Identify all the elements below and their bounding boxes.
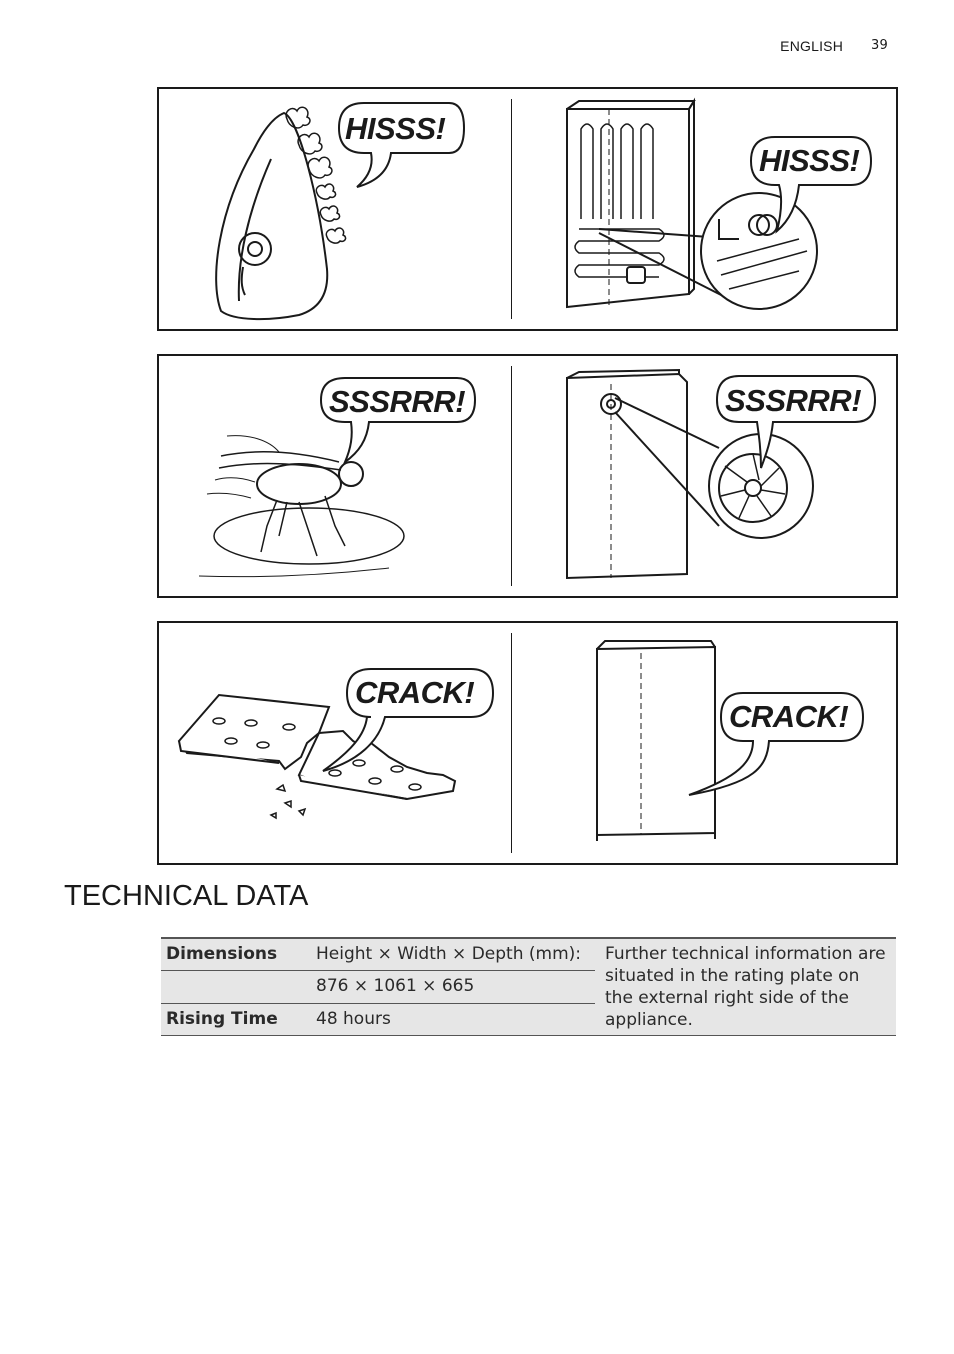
zoom-detail — [598, 192, 818, 310]
row-label: Dimensions — [161, 937, 311, 971]
panel-divider — [511, 366, 512, 586]
crack-illustration: CRACK! CRACK! — [177, 640, 865, 841]
speech-bubble — [337, 102, 466, 188]
sound-effect-text: HISSS! — [345, 111, 446, 146]
crumbs-icon — [269, 783, 307, 820]
panel-divider — [511, 99, 512, 319]
sound-effect-text: CRACK! — [355, 675, 474, 710]
panel-divider — [511, 633, 512, 853]
sound-effect-text: SSSRRR! — [725, 383, 861, 418]
illustration-panel-crack: CRACK! CRACK! — [157, 621, 898, 865]
illustration-panel-sssrrr: SSSRRR! SSSRRR! — [157, 354, 898, 598]
illustration-panel-hisss: HISSS! HISSS! — [157, 87, 898, 331]
row-label: Rising Time — [161, 1002, 311, 1037]
sound-effect-text: HISSS! — [759, 143, 860, 178]
row-label — [161, 970, 311, 1004]
speech-bubble — [715, 375, 877, 469]
cracker-icon — [177, 693, 457, 801]
sound-effect-text: CRACK! — [729, 699, 848, 734]
speech-bubble — [749, 136, 873, 234]
language-label: ENGLISH — [780, 38, 844, 54]
table-row: Dimensions Height × Width × Depth (mm): … — [161, 937, 896, 1036]
row-value: 48 hours — [311, 1002, 595, 1037]
hisss-illustration: HISSS! HISSS! — [215, 97, 873, 321]
fridge-back-icon — [566, 97, 696, 309]
technical-data-table: Dimensions Height × Width × Depth (mm): … — [161, 937, 896, 1037]
steam-iron-icon — [215, 111, 329, 321]
page-header: ENGLISH 39 — [780, 38, 888, 54]
sound-effect-text: SSSRRR! — [329, 384, 465, 419]
fly-icon — [198, 435, 405, 578]
table-row: Rising Time 48 hours — [161, 1002, 896, 1037]
cracker-holes — [212, 717, 422, 791]
section-title: TECHNICAL DATA — [64, 880, 309, 912]
table-row: 876 × 1061 × 665 — [161, 970, 896, 1004]
fridge-icon — [596, 640, 716, 841]
sssrrr-illustration: SSSRRR! SSSRRR! — [198, 368, 877, 580]
speech-bubble — [322, 668, 495, 772]
row-value: 876 × 1061 × 665 — [311, 970, 595, 1004]
fridge-front-icon — [566, 368, 688, 580]
steam-icon — [285, 106, 347, 244]
technical-note: Further technical information are situat… — [595, 937, 896, 1036]
row-value: Height × Width × Depth (mm): — [311, 937, 595, 971]
page-number: 39 — [871, 38, 888, 53]
speech-bubble — [688, 692, 865, 796]
zoom-detail — [614, 397, 814, 539]
speech-bubble — [319, 377, 477, 465]
